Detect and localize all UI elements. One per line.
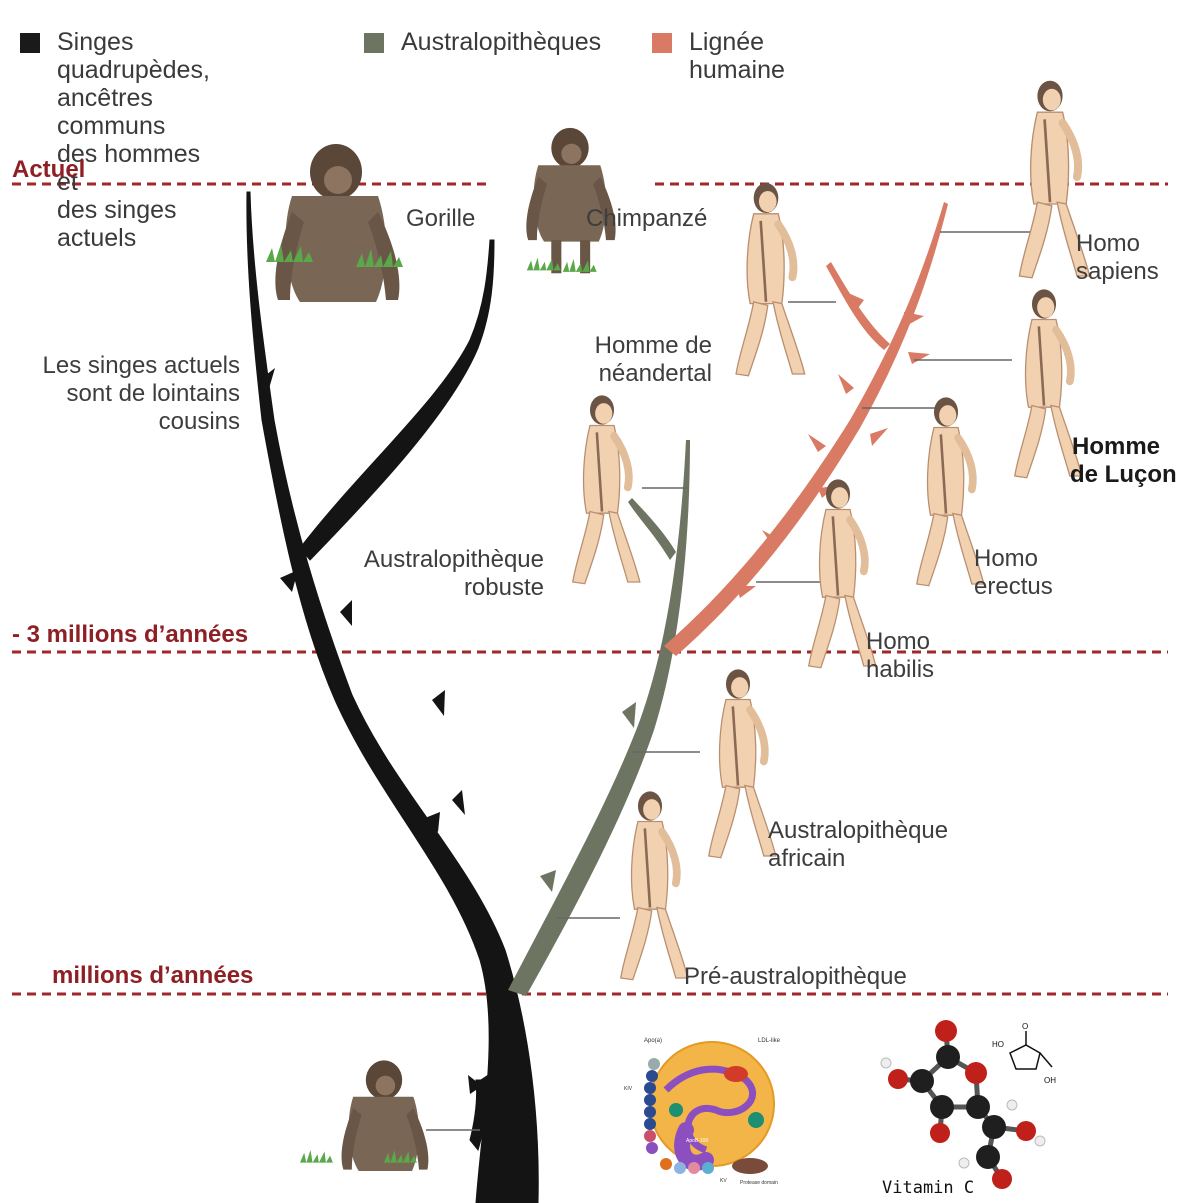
vitc-o: O — [1022, 1022, 1028, 1031]
vitamin-c-inset: O HO OH Vitamin C — [872, 1007, 1064, 1203]
legend-swatch-australo — [364, 33, 384, 53]
figure-robuste — [573, 395, 640, 583]
legend-label: des singes actuels — [57, 196, 210, 252]
ape-thorn — [432, 690, 445, 716]
time-label-now: Actuel — [12, 156, 85, 184]
label-cousins: Les singes actuels sont de lointains cou… — [20, 352, 240, 436]
label-sapiens: Homo sapiens — [1076, 230, 1159, 286]
legend-label: ancêtres communs — [57, 84, 210, 140]
vitc-ho: HO — [992, 1040, 1004, 1049]
apo-a-text: Apo(a) — [644, 1038, 662, 1044]
kiv-text: KIV — [624, 1086, 633, 1092]
figure-neandertal — [736, 183, 805, 376]
time-label-7my: millions d’années — [52, 962, 253, 990]
label-habilis: Homo habilis — [866, 628, 934, 684]
figure-africain — [709, 669, 776, 857]
human-trunk — [664, 202, 948, 656]
legend-label: Singes quadrupèdes, — [57, 28, 210, 84]
kv-text: KV — [720, 1178, 727, 1184]
label-chimpanze: Chimpanzé — [586, 205, 707, 233]
label-pre: Pré-australopithèque — [684, 963, 907, 991]
australo-branch-robuste — [628, 498, 676, 560]
vitc-oh: OH — [1044, 1076, 1056, 1085]
vitamin-c-caption: Vitamin C — [882, 1178, 974, 1198]
legend-label: Lignée humaine — [689, 28, 785, 84]
human-thorn — [808, 434, 826, 452]
lipoprotein-inset: Apo(a) LDL-like ApoB-100 Protease domain… — [616, 1030, 788, 1188]
time-label-3my: - 3 millions d’années — [12, 621, 248, 649]
ape-thorn — [452, 790, 465, 815]
protease-domain — [732, 1158, 768, 1174]
figure-gorilla — [266, 144, 403, 302]
australo-thorn — [540, 870, 556, 892]
legend-swatch-human — [652, 33, 672, 53]
human-thorn — [908, 352, 930, 364]
legend-swatch-ape — [20, 33, 40, 53]
figure-pre — [621, 791, 688, 979]
label-erectus: Homo erectus — [974, 545, 1053, 601]
ape-trunk — [247, 192, 538, 1203]
human-thorn — [736, 586, 756, 598]
label-robuste: Australopithèque robuste — [330, 546, 544, 602]
legend-label: Australopithèques — [401, 28, 601, 56]
ldl-like-text: LDL-like — [758, 1038, 781, 1044]
protease-text: Protease domain — [740, 1180, 778, 1186]
ape-thorn — [340, 600, 352, 626]
apob-text: ApoB-100 — [686, 1138, 708, 1144]
label-lucon: Homme de Luçon — [1070, 433, 1177, 489]
label-gorille: Gorille — [406, 205, 475, 233]
human-thorn — [838, 374, 854, 394]
australo-thorn — [622, 702, 636, 728]
human-lineage — [664, 202, 948, 656]
figure-chimpanzee — [526, 128, 615, 273]
label-neandertal: Homme de néandertal — [560, 332, 712, 388]
figure-quadruped — [300, 1060, 428, 1171]
human-thorn — [870, 428, 888, 446]
ape-lineage — [247, 192, 538, 1203]
human-thorn — [904, 312, 924, 326]
label-africain: Australopithèque africain — [768, 817, 948, 873]
ldl-particle — [650, 1042, 774, 1166]
